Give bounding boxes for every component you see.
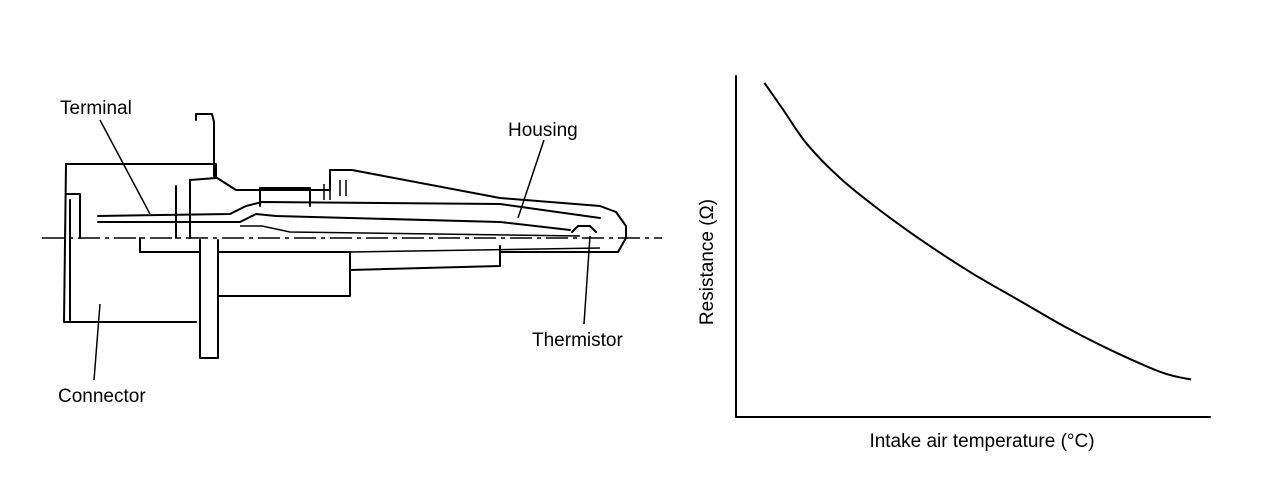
housing-leader-line	[517, 139, 545, 219]
terminal-chamber	[259, 187, 311, 207]
flange-lower-tab	[199, 239, 219, 359]
sensor-cross-section: Terminal Housing Thermistor Connector	[42, 98, 662, 407]
terminal-conductor-lower	[97, 213, 571, 231]
series-layer	[763, 82, 1192, 381]
terminal-leader-line	[99, 119, 151, 215]
connector-outline	[63, 163, 197, 323]
housing-upper-outline	[329, 169, 627, 239]
connector-leader-line	[93, 303, 101, 381]
terminal-label: Terminal	[60, 98, 132, 119]
flange-upper	[195, 113, 331, 191]
resistance-temperature-chart: Intake air temperature (°C) Resistance (…	[697, 75, 1211, 452]
housing-tip-outline	[499, 237, 627, 253]
terminal-clip-fins	[323, 180, 347, 200]
lead-wire	[240, 225, 581, 237]
connector-label: Connector	[58, 386, 146, 407]
thermistor-element	[571, 225, 597, 233]
y-axis-label: Resistance (Ω)	[697, 199, 718, 325]
thermistor-leader-line	[583, 235, 591, 325]
housing-inner-line	[349, 247, 601, 253]
connector-inner-step	[65, 193, 81, 239]
thermistor-label: Thermistor	[532, 330, 623, 351]
terminal-conductor-upper	[97, 201, 601, 219]
x-axis-label: Intake air temperature (°C)	[869, 431, 1094, 452]
body-lower-outline	[217, 251, 351, 297]
connector-upper-outline	[65, 163, 217, 239]
housing-label: Housing	[508, 120, 578, 141]
resistance-curve-series-0	[763, 82, 1192, 381]
body-lower-step	[139, 237, 201, 253]
